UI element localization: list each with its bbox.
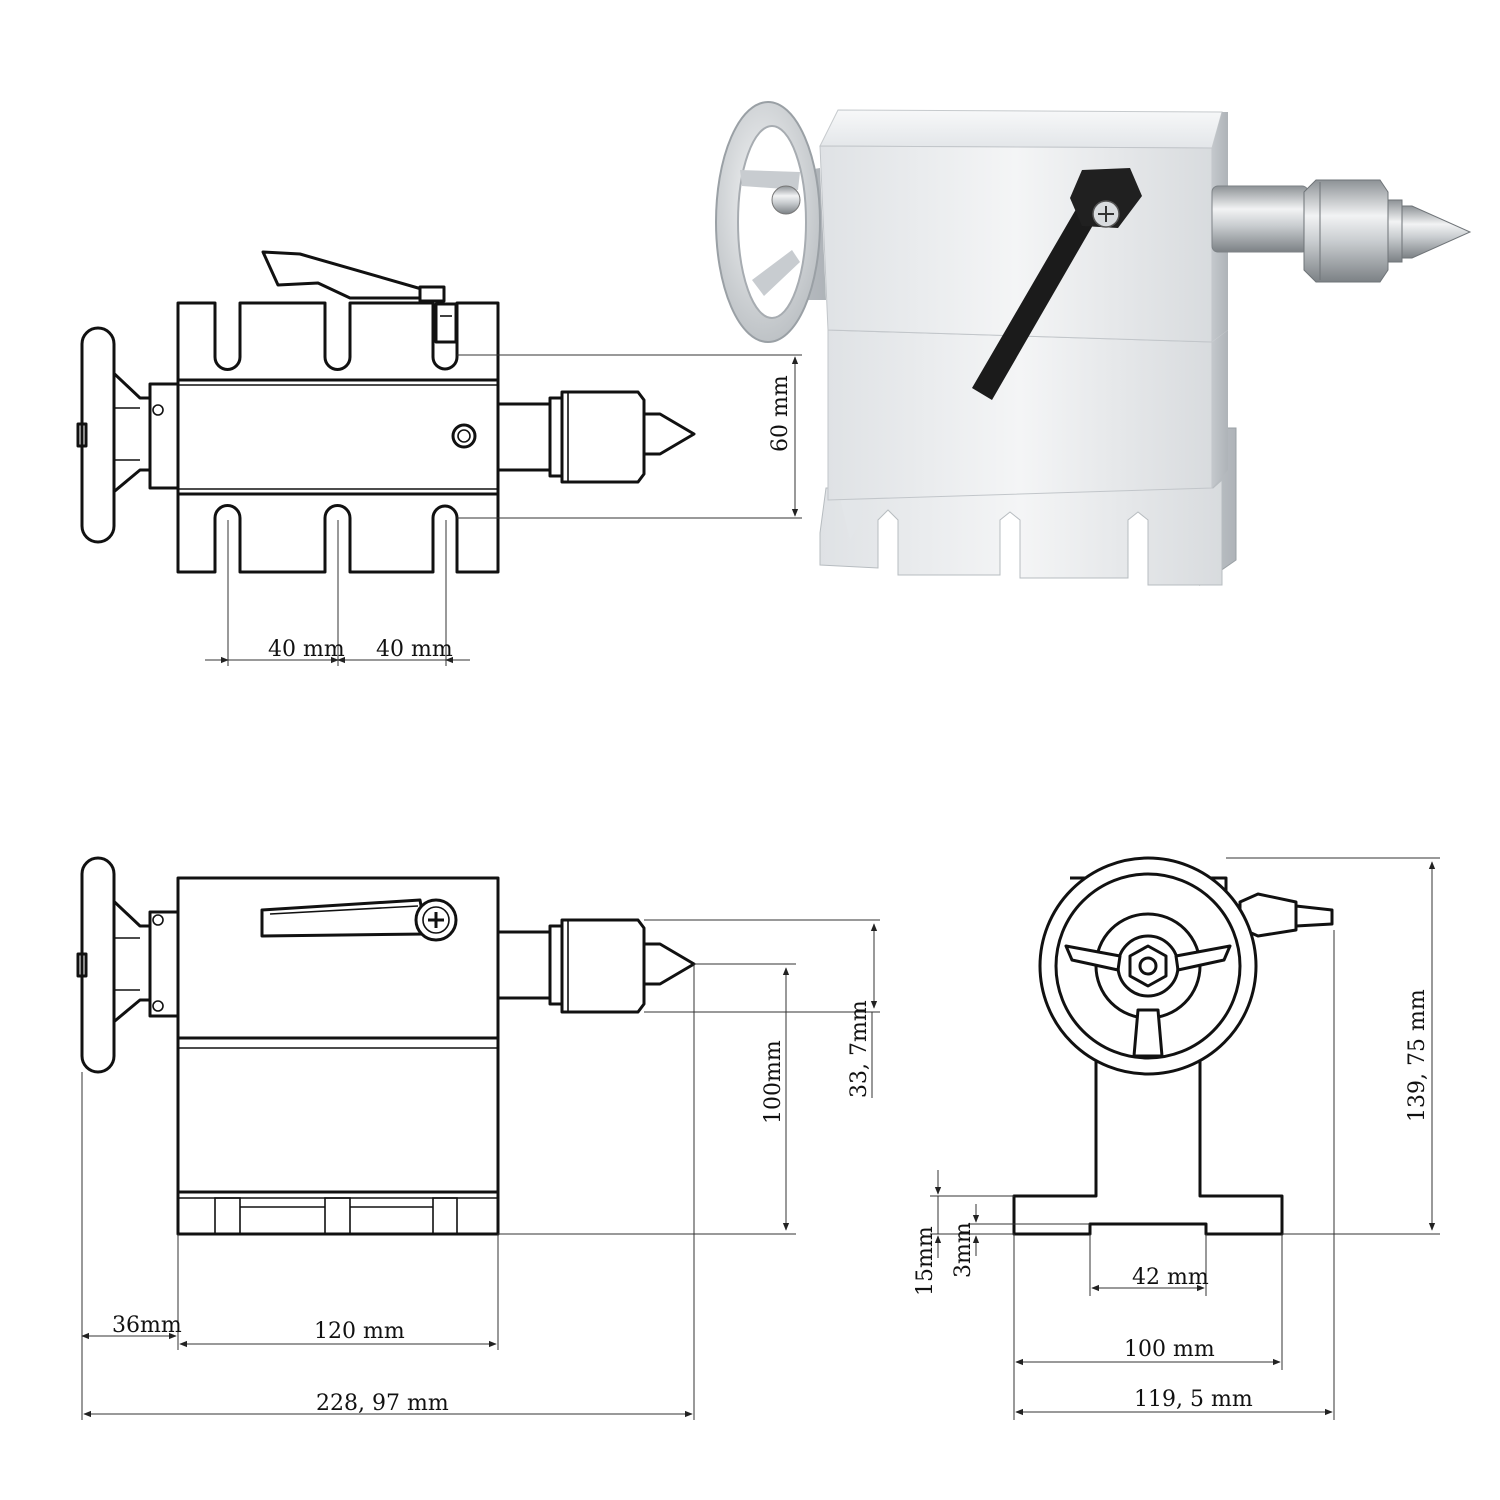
phillips-screw-icon bbox=[428, 912, 444, 928]
tailstock-photo-icon bbox=[715, 101, 1472, 586]
side-handwheel-offset-label: 36mm bbox=[112, 1313, 182, 1338]
side-center-height-label: 100mm bbox=[761, 1040, 786, 1124]
end-slot-spacing-label: 100 mm bbox=[1124, 1337, 1215, 1362]
end-recess-width-label: 42 mm bbox=[1132, 1265, 1209, 1290]
top-slot-pitch-1-label: 40 mm bbox=[268, 637, 345, 662]
end-overall-height-label: 139, 75 mm bbox=[1405, 989, 1430, 1122]
side-overall-length-label: 228, 97 mm bbox=[316, 1391, 449, 1416]
side-body-length-label: 120 mm bbox=[314, 1319, 405, 1344]
top-slot-span-label: 60 mm bbox=[768, 375, 793, 452]
end-view-drawing: 139, 75 mm 15mm 3mm 42 mm 100 mm 119, 5 … bbox=[913, 856, 1440, 1420]
top-view-drawing: 40 mm 40 mm 60 mm bbox=[76, 250, 802, 666]
side-chuck-radius-label: 33, 7mm bbox=[847, 1000, 872, 1098]
end-base-thickness-label: 15mm bbox=[913, 1226, 938, 1296]
end-base-recess-label: 3mm bbox=[951, 1222, 976, 1278]
end-base-width-label: 119, 5 mm bbox=[1134, 1387, 1253, 1412]
side-view-drawing: 36mm 120 mm 228, 97 mm 100mm 33, 7mm bbox=[76, 856, 880, 1420]
top-slot-pitch-2-label: 40 mm bbox=[376, 637, 453, 662]
